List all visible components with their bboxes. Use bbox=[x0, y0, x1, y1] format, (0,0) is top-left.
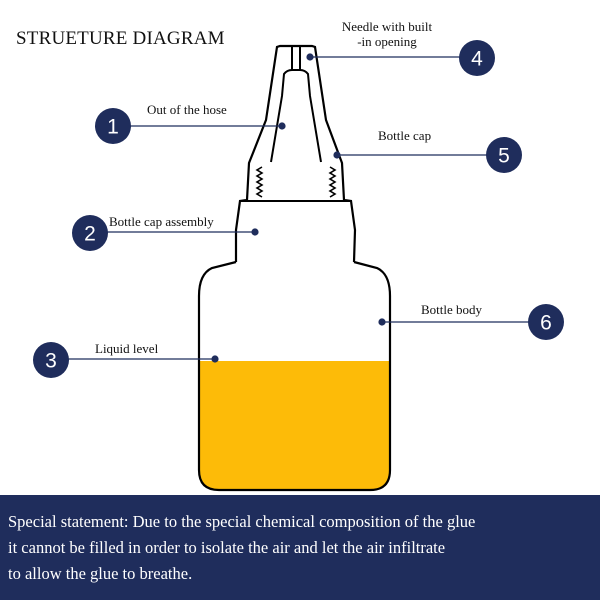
special-statement-text: Special statement: Due to the special ch… bbox=[8, 509, 596, 587]
callout-label-5: Bottle cap bbox=[378, 128, 432, 143]
leader-dot-2 bbox=[251, 228, 259, 236]
statement-line-3: to allow the glue to breathe. bbox=[8, 564, 193, 583]
callout-badge-3: 3 bbox=[33, 342, 69, 378]
statement-line-1: Special statement: Due to the special ch… bbox=[8, 512, 476, 531]
callout-label-4-line2: -in opening bbox=[357, 34, 417, 49]
statement-line-2: it cannot be filled in order to isolate … bbox=[8, 538, 446, 557]
callout-number-3: 3 bbox=[45, 350, 57, 373]
callout-badge-1: 1 bbox=[95, 108, 131, 144]
callout-label-2: Bottle cap assembly bbox=[109, 214, 214, 229]
callout-number-2: 2 bbox=[84, 223, 96, 246]
callout-number-4: 4 bbox=[471, 48, 483, 71]
special-statement-banner: Special statement: Due to the special ch… bbox=[0, 495, 600, 600]
bottle-body-outline bbox=[197, 260, 392, 492]
leader-dot-4 bbox=[306, 53, 314, 61]
thread-right bbox=[328, 166, 337, 198]
leader-dot-5 bbox=[333, 151, 341, 159]
callout-number-1: 1 bbox=[107, 116, 119, 139]
callout-label-4-line1: Needle with built bbox=[341, 19, 433, 34]
callout-label-4: Needle with built -in opening bbox=[320, 19, 454, 49]
leader-dot-1 bbox=[278, 122, 286, 130]
needle-channel-outline bbox=[270, 69, 322, 163]
diagram-title: STRUETURE DIAGRAM bbox=[16, 28, 225, 49]
glue-liquid bbox=[199, 361, 390, 490]
callout-badge-6: 6 bbox=[528, 304, 564, 340]
callout-label-1: Out of the hose bbox=[147, 102, 227, 117]
callout-label-6: Bottle body bbox=[421, 302, 483, 317]
leader-dot-3 bbox=[211, 355, 219, 363]
callout-badge-5: 5 bbox=[486, 137, 522, 173]
callout-number-5: 5 bbox=[498, 145, 510, 168]
thread-left bbox=[255, 166, 264, 198]
callout-badge-2: 2 bbox=[72, 215, 108, 251]
callout-number-6: 6 bbox=[540, 312, 552, 335]
callout-label-3: Liquid level bbox=[95, 341, 159, 356]
needle-tip-outline bbox=[291, 46, 301, 70]
leader-dot-6 bbox=[378, 318, 386, 326]
callout-badge-4: 4 bbox=[459, 40, 495, 76]
